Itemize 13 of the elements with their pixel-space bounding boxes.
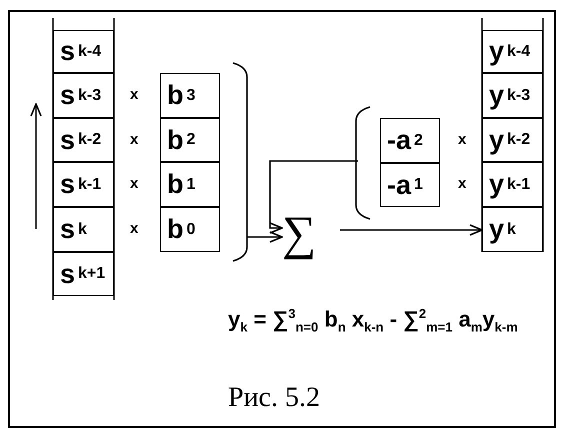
- multiply-sign: x: [458, 131, 466, 148]
- multiply-sign: x: [130, 86, 138, 103]
- arrow: [247, 231, 283, 243]
- multiply-sign: x: [130, 131, 138, 148]
- caption: Рис. 5.2: [228, 382, 320, 414]
- multiply-sign: x: [130, 220, 138, 237]
- multiply-sign: x: [458, 175, 466, 192]
- arrow: [269, 160, 358, 234]
- bracket: [355, 106, 370, 220]
- formula: y$_{k}$ = ∑$^{3}$$_{n=0}$ b$_{n}$ x$_{k-n}$ - ∑$^{2}$$_{m=1}$ a$_{m}$y$_{k-m}$: [228, 306, 518, 335]
- bracket: [232, 62, 248, 262]
- multiply-sign: x: [130, 175, 138, 192]
- arrow: [340, 224, 483, 236]
